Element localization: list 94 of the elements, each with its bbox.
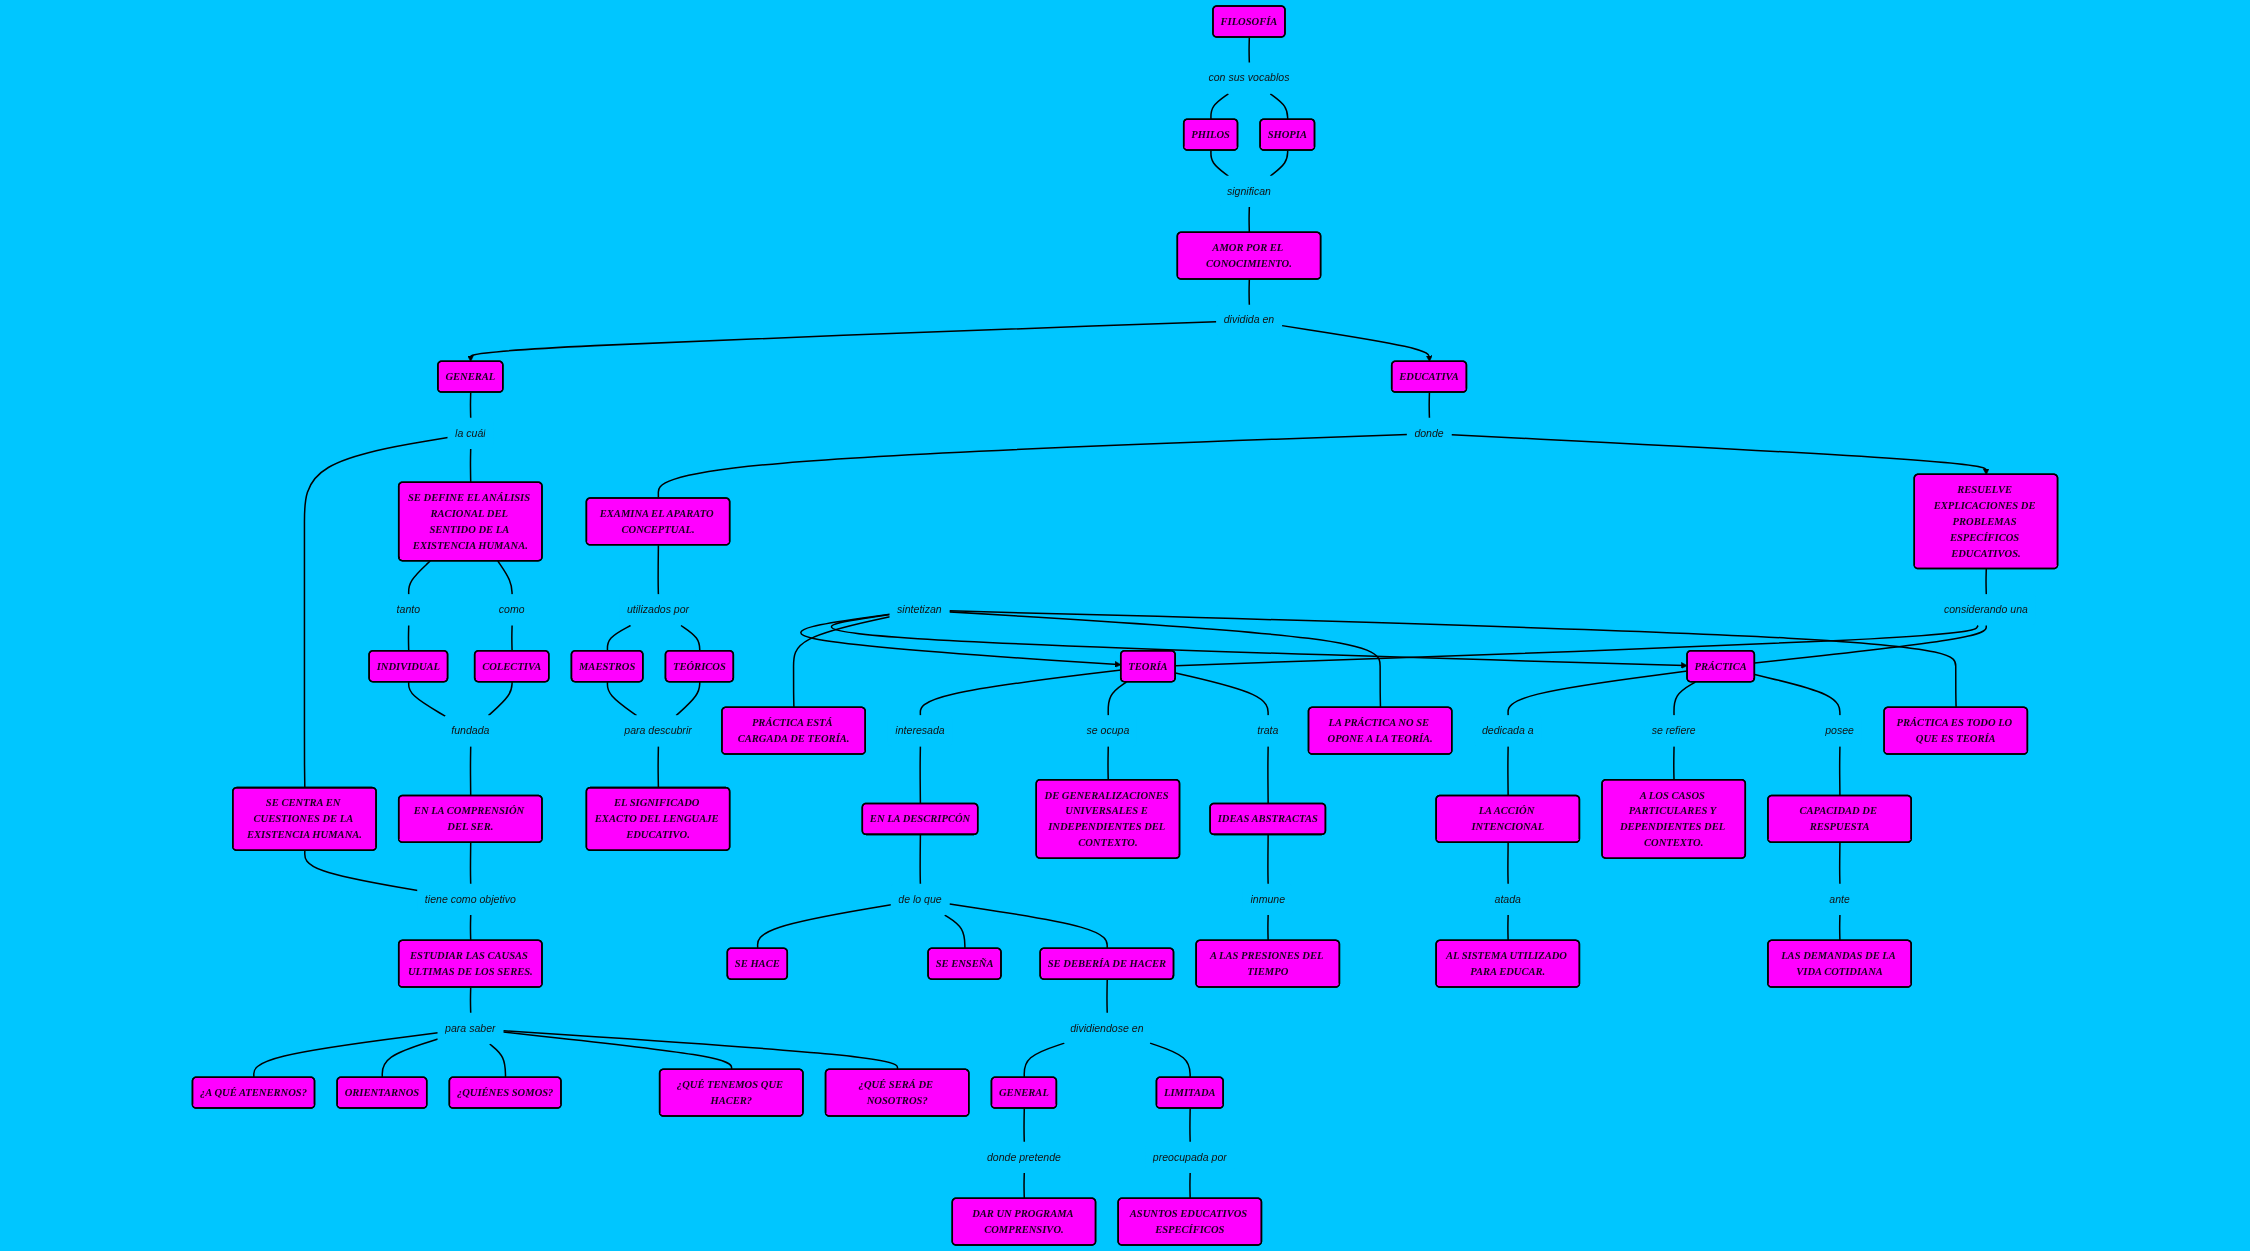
connector bbox=[253, 1032, 439, 1079]
node-text: significan bbox=[1226, 184, 1271, 197]
connector bbox=[657, 433, 1408, 500]
connector bbox=[1838, 841, 1841, 885]
connector bbox=[502, 1029, 899, 1071]
connector bbox=[1248, 36, 1251, 64]
connector bbox=[1210, 149, 1230, 177]
connector bbox=[469, 391, 472, 419]
connector bbox=[304, 849, 419, 892]
connector bbox=[469, 914, 472, 942]
connector bbox=[1023, 1042, 1066, 1079]
connector bbox=[1189, 1172, 1191, 1200]
connector bbox=[657, 745, 660, 789]
connector bbox=[1838, 745, 1841, 797]
connector bbox=[381, 1038, 439, 1079]
node-text: interesada bbox=[895, 724, 945, 737]
connector bbox=[1428, 391, 1431, 419]
connector bbox=[756, 903, 892, 950]
node-text: con sus vocablos bbox=[1208, 71, 1290, 84]
node-text: sintetizan bbox=[897, 603, 942, 616]
node-text: donde bbox=[1414, 426, 1444, 439]
connector bbox=[469, 841, 472, 885]
node-text: utilizados por bbox=[626, 603, 690, 616]
connector bbox=[407, 560, 431, 596]
connector bbox=[657, 544, 660, 596]
node-text: dividiendose en bbox=[1070, 1021, 1144, 1034]
connector bbox=[1838, 914, 1841, 942]
connector bbox=[489, 1043, 507, 1079]
node-text: la cuál bbox=[455, 426, 486, 439]
node-text: como bbox=[498, 603, 525, 616]
connector bbox=[1673, 745, 1675, 781]
node-text: dividida en bbox=[1223, 313, 1275, 326]
connector bbox=[502, 1031, 733, 1071]
connector bbox=[511, 624, 513, 652]
node-text: trata bbox=[1257, 724, 1279, 737]
node-text: atada bbox=[1494, 892, 1521, 905]
connector bbox=[1267, 914, 1269, 942]
node-text: considerando una bbox=[1943, 603, 2028, 616]
node-text: para saber bbox=[445, 1021, 496, 1034]
connector bbox=[1985, 568, 1988, 596]
connector bbox=[1673, 681, 1697, 717]
connector bbox=[497, 560, 513, 596]
node-text: donde pretende bbox=[986, 1150, 1061, 1163]
connector bbox=[469, 448, 472, 484]
connector bbox=[1149, 1042, 1191, 1079]
connector bbox=[675, 681, 701, 717]
connector bbox=[1106, 978, 1108, 1014]
connector bbox=[1023, 1107, 1026, 1143]
node-text: fundada bbox=[451, 724, 490, 737]
connector bbox=[469, 745, 472, 797]
node-text: dedicada a bbox=[1481, 724, 1534, 737]
connector bbox=[948, 903, 1108, 950]
connector bbox=[1107, 681, 1128, 717]
connector bbox=[919, 834, 922, 885]
connector bbox=[680, 624, 701, 652]
arrow bbox=[830, 613, 1688, 669]
node-text: inmune bbox=[1250, 892, 1286, 905]
connector bbox=[407, 624, 410, 652]
connector bbox=[943, 914, 966, 950]
connector bbox=[1507, 841, 1509, 885]
node-text: se refiere bbox=[1651, 724, 1696, 737]
connector bbox=[1023, 1172, 1026, 1200]
node-text: posee bbox=[1825, 724, 1854, 737]
node-text: tiene como objetivo bbox=[424, 892, 516, 905]
connector bbox=[487, 681, 513, 717]
connector bbox=[407, 681, 447, 718]
connector bbox=[1507, 745, 1509, 797]
connector bbox=[792, 616, 891, 709]
arrow bbox=[467, 320, 1218, 362]
connector bbox=[919, 745, 922, 805]
node-text: para descubrir bbox=[624, 724, 692, 737]
connector bbox=[1267, 745, 1269, 805]
connector bbox=[1248, 206, 1251, 234]
node-text: de lo que bbox=[898, 892, 942, 905]
connector bbox=[1507, 914, 1509, 942]
connector bbox=[948, 611, 1382, 709]
node-text: preocupada por bbox=[1152, 1150, 1227, 1163]
connector bbox=[1248, 278, 1251, 306]
connector bbox=[1269, 149, 1289, 177]
node-text: tanto bbox=[396, 603, 421, 616]
connector bbox=[1107, 745, 1109, 781]
arrow bbox=[1281, 324, 1433, 362]
connector bbox=[303, 436, 449, 789]
connector bbox=[606, 624, 632, 652]
connector bbox=[1210, 93, 1230, 121]
connector bbox=[948, 610, 1957, 709]
connector bbox=[1267, 834, 1269, 885]
node-text: se ocupa bbox=[1086, 724, 1130, 737]
connector bbox=[606, 681, 638, 717]
arrow bbox=[1450, 433, 1990, 475]
node-text: ante bbox=[1829, 892, 1850, 905]
connector bbox=[1189, 1107, 1191, 1143]
connector bbox=[1269, 93, 1289, 121]
connector bbox=[469, 986, 472, 1014]
